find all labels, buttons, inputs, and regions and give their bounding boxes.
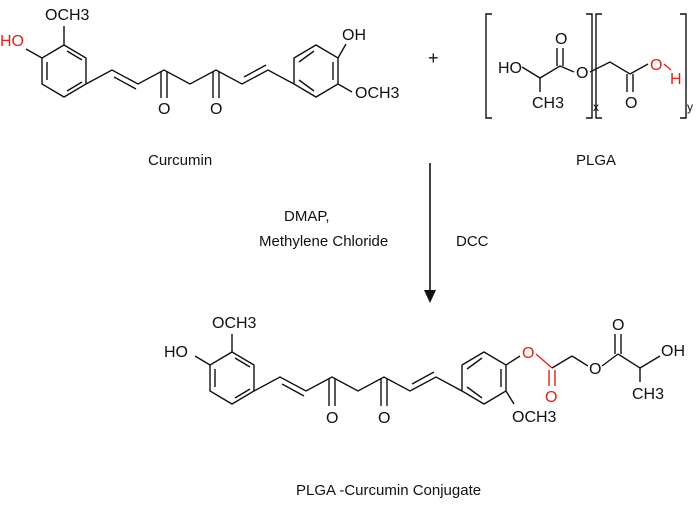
curcumin-ketone-o2: O [210,101,222,118]
curcumin-chain [85,69,295,85]
plga-h-red: H [670,71,682,88]
product-ho-left: HO [164,344,188,361]
curcumin-structure: OCH3 HO O O OH OCH3 [0,7,400,118]
plga-bracket-y-open [595,13,602,119]
curcumin-ho-left: HO [0,33,24,50]
plga-ho: HO [498,60,522,77]
plga-structure: HO x CH3 O O y O O H [485,13,693,119]
product-och3-top: OCH3 [212,315,257,332]
product-ketone-o2: O [378,410,390,427]
product-och3-right: OCH3 [512,409,557,426]
plga-bracket-x-open [485,13,492,119]
curcumin-name: Curcumin [148,152,212,169]
product-ch3: CH3 [632,386,664,403]
curcumin-oh-right: OH [342,27,366,44]
product-structure: OCH3 HO O O OCH3 O O O O [164,315,685,427]
curcumin-och3-right: OCH3 [355,85,400,102]
product-left-ring [209,351,255,405]
curcumin-ketone-o1: O [158,101,170,118]
product-o-carbonyl-red: O [545,389,557,406]
reaction-arrowhead [424,290,436,303]
product-o-ester: O [589,361,601,378]
product-name: PLGA -Curcumin Conjugate [296,482,481,499]
plus-sign: + [428,48,439,68]
product-oh: OH [661,343,685,360]
plga-o-carbonyl2: O [625,95,637,112]
plga-o-acid: O [650,57,662,74]
condition-dcc: DCC [456,233,489,250]
product-right-ring [461,351,507,405]
plga-subscript-y: y [687,100,693,114]
plga-ch3: CH3 [532,95,564,112]
plga-o-ester: O [576,65,588,82]
plga-bracket-y-close [680,13,687,119]
plga-o-carbonyl1: O [555,31,567,48]
product-ketone-o1: O [326,410,338,427]
product-chain [253,376,463,392]
condition-dmap: DMAP, [284,208,330,225]
curcumin-right-ring [293,44,339,98]
product-o-link: O [522,345,534,362]
curcumin-och3-top: OCH3 [45,7,90,24]
curcumin-left-ring [41,44,87,98]
plga-name: PLGA [576,152,616,169]
product-o-carbonyl: O [612,317,624,334]
plga-bracket-x-close [586,13,593,119]
condition-solvent: Methylene Chloride [259,233,388,250]
